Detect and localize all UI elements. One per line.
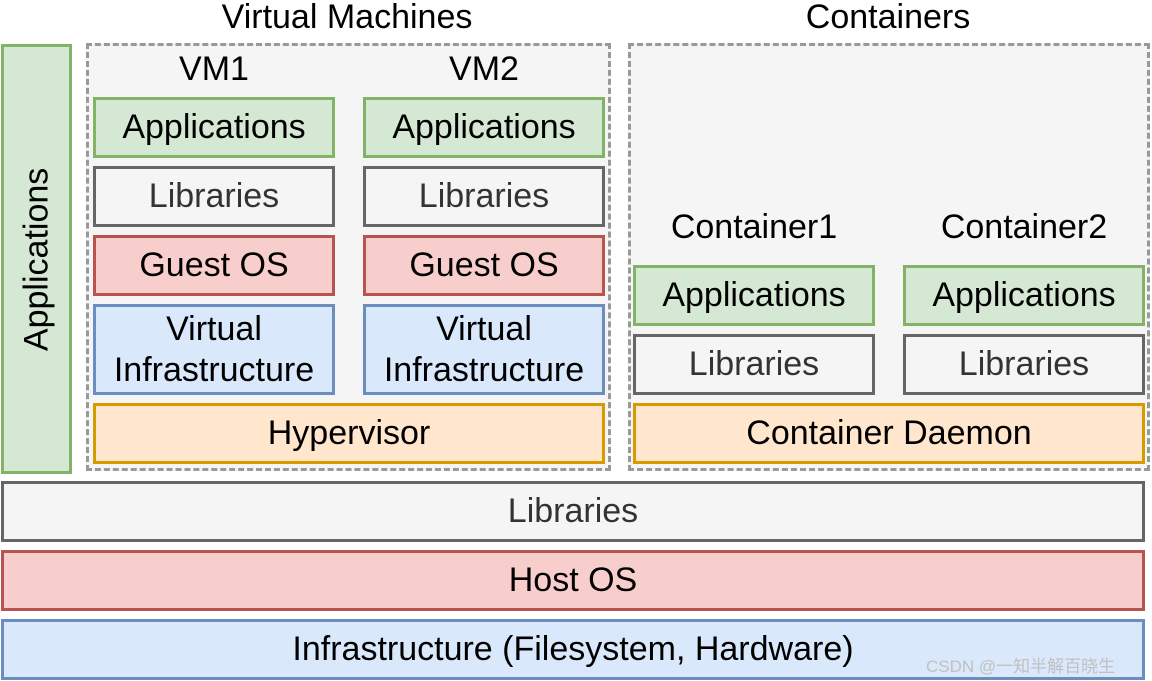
host-os-layer: Host OS bbox=[1, 550, 1145, 611]
container2-applications: Applications bbox=[903, 265, 1145, 326]
containers-group bbox=[628, 43, 1150, 471]
container1-label: Container1 bbox=[670, 208, 838, 246]
host-libraries-layer: Libraries bbox=[1, 481, 1145, 542]
vm2-virtual-infra-line2: Infrastructure bbox=[383, 350, 585, 389]
vm1-virtual-infra-line2: Infrastructure bbox=[113, 350, 315, 389]
infrastructure-layer: Infrastructure (Filesystem, Hardware) bbox=[1, 619, 1145, 680]
vm1-label: VM1 bbox=[179, 50, 249, 88]
vm2-virtual-infrastructure: Virtual Infrastructure bbox=[363, 304, 605, 395]
vm1-guest-os: Guest OS bbox=[93, 235, 335, 296]
container2-label: Container2 bbox=[940, 208, 1108, 246]
container1-applications: Applications bbox=[633, 265, 875, 326]
vm2-virtual-infra-line1: Virtual bbox=[436, 309, 532, 348]
left-applications-column: Applications bbox=[1, 44, 72, 474]
hypervisor-layer: Hypervisor bbox=[93, 403, 605, 464]
container2-libraries: Libraries bbox=[903, 334, 1145, 395]
container-daemon-layer: Container Daemon bbox=[633, 403, 1145, 464]
virtual-machines-title: Virtual Machines bbox=[221, 0, 473, 36]
vm2-libraries: Libraries bbox=[363, 166, 605, 227]
vm2-guest-os: Guest OS bbox=[363, 235, 605, 296]
vm2-applications: Applications bbox=[363, 97, 605, 158]
watermark: CSDN @一知半解百晓生 bbox=[926, 657, 1116, 676]
vm2-label: VM2 bbox=[449, 50, 519, 88]
vm1-virtual-infra-line1: Virtual bbox=[166, 309, 262, 348]
containers-title: Containers bbox=[805, 0, 971, 36]
left-applications-label: Applications bbox=[17, 167, 56, 351]
vm1-libraries: Libraries bbox=[93, 166, 335, 227]
vm1-applications: Applications bbox=[93, 97, 335, 158]
vm1-virtual-infrastructure: Virtual Infrastructure bbox=[93, 304, 335, 395]
container1-libraries: Libraries bbox=[633, 334, 875, 395]
